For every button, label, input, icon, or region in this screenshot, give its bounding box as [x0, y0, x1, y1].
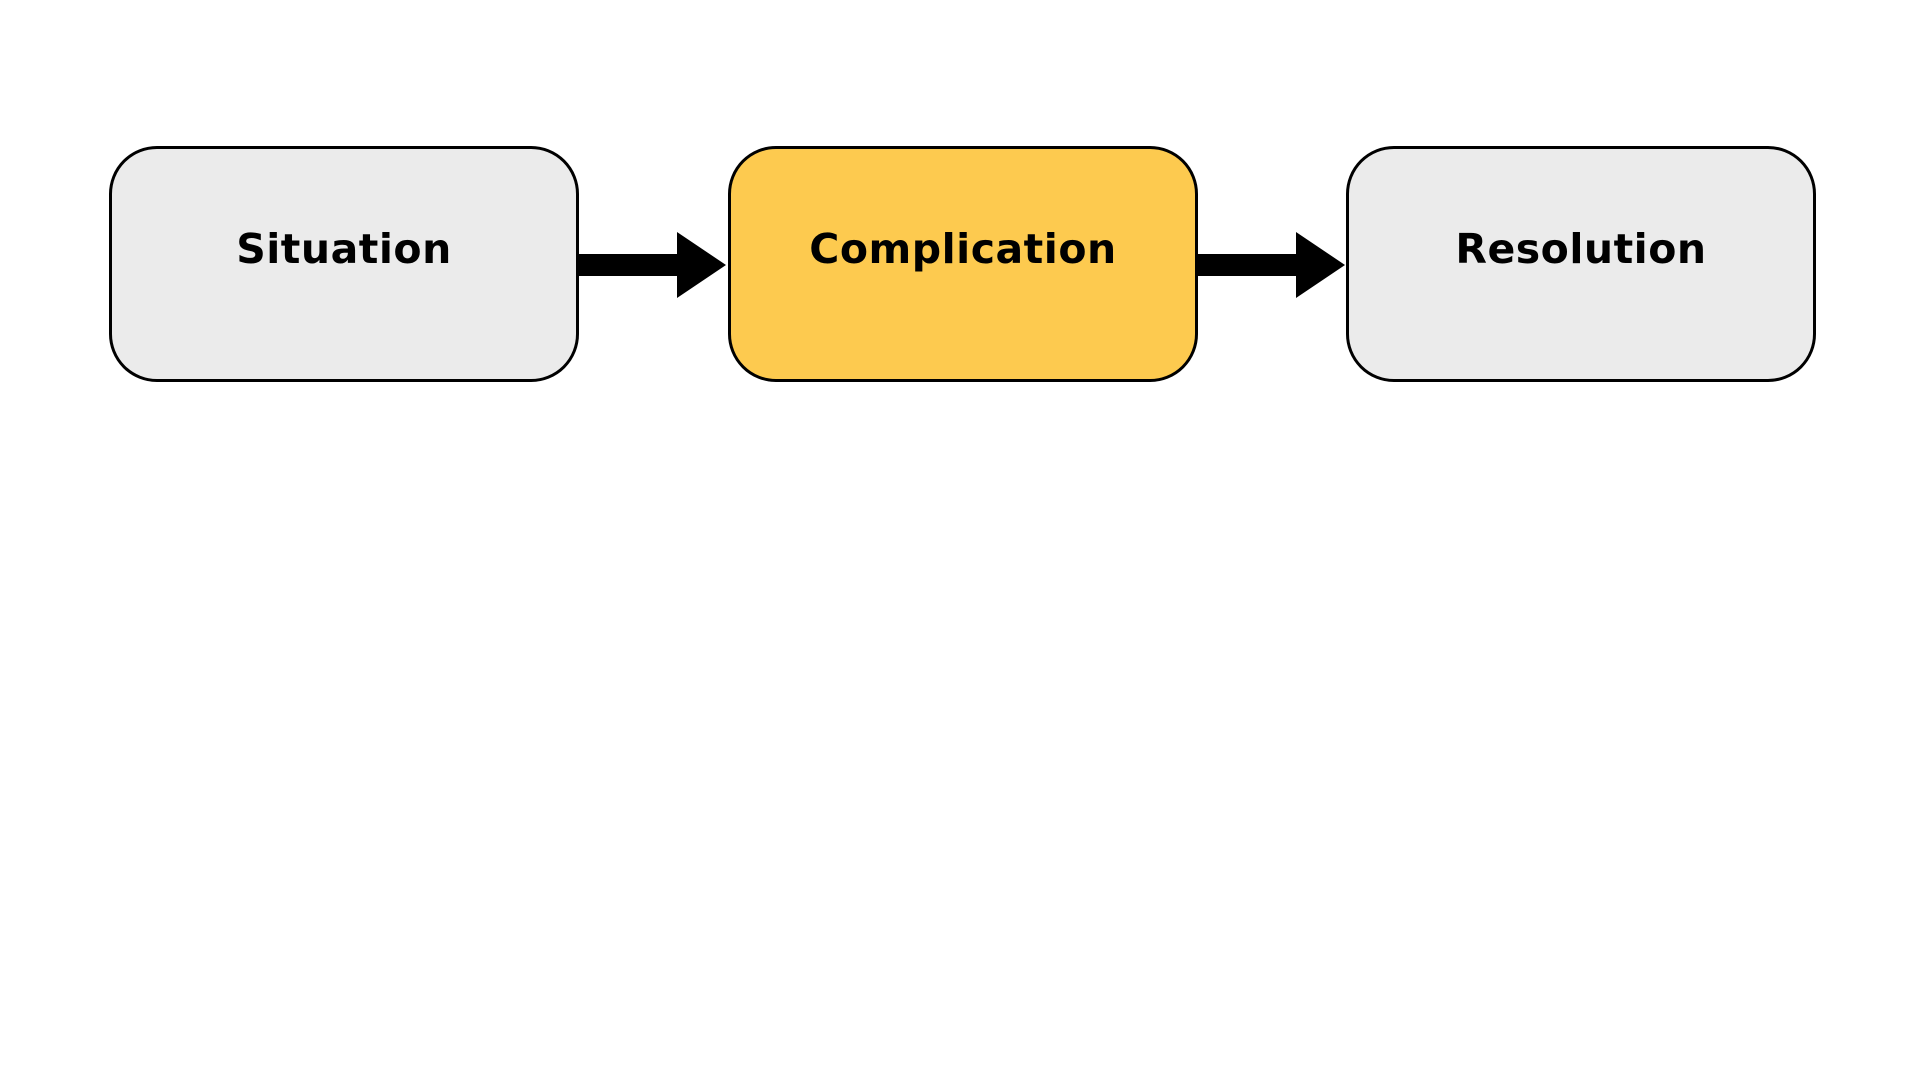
step-box-complication: Complication [728, 146, 1198, 382]
step-box-resolution: Resolution [1346, 146, 1816, 382]
step-label-resolution: Resolution [1455, 225, 1707, 273]
step-label-situation: Situation [236, 225, 452, 273]
step-label-complication: Complication [809, 225, 1117, 273]
arrow-shape [1198, 232, 1345, 298]
step-box-situation: Situation [109, 146, 579, 382]
right-arrow-icon [1198, 232, 1345, 298]
arrow-shape [579, 232, 726, 298]
right-arrow-icon [579, 232, 726, 298]
